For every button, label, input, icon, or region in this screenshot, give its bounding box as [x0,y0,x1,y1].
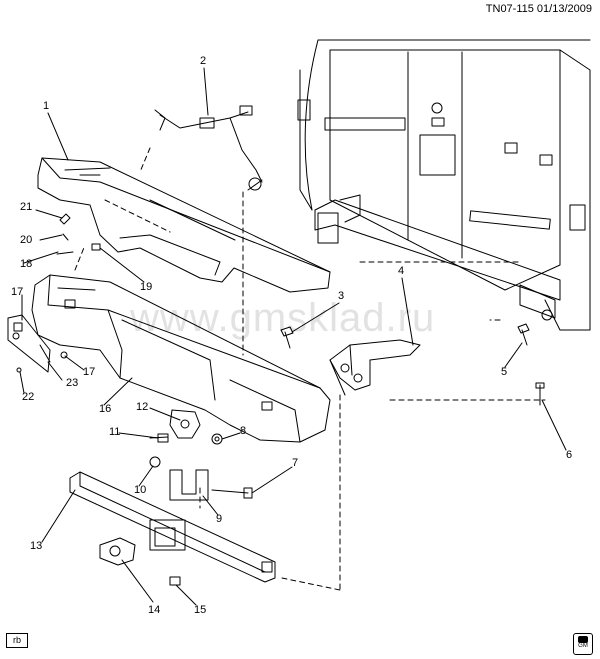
callout-22: 22 [22,391,35,403]
callout-10: 10 [134,484,147,496]
callout-19: 19 [140,281,153,293]
callout-2: 2 [200,55,207,67]
gm-logo-text: GM [578,643,588,649]
callout-13: 13 [30,540,43,552]
vehicle-rear [297,39,591,331]
bolt-3 [280,326,294,349]
bolt-5 [517,323,530,346]
callout-20: 20 [20,234,33,246]
bumper-side-bracket [7,314,51,373]
drawing-code: TN07-115 01/13/2009 [485,3,592,15]
hitch-bar [69,471,276,583]
callout-8: 8 [240,425,247,437]
bolt-11 [149,433,169,443]
callout-17-lower: 17 [83,366,96,378]
bolt-7 [211,487,253,499]
callout-23: 23 [66,377,79,389]
bolt-6 [535,382,545,406]
mounting-bracket [329,339,421,396]
nut-10 [149,456,161,468]
callout-11: 11 [109,426,121,438]
callout-5: 5 [501,366,508,378]
callout-4: 4 [398,265,405,277]
callout-16: 16 [99,403,112,415]
callout-14: 14 [148,604,161,616]
dashed-guides [74,147,546,591]
gm-logo-mark [578,636,588,643]
rb-label: rb [6,633,28,648]
callout-12: 12 [136,401,149,413]
u-bracket-9 [169,469,209,501]
callout-18: 18 [20,258,33,270]
clip-15 [169,576,181,586]
nut-8 [211,433,223,445]
callout-3: 3 [338,290,345,302]
fasteners-small [16,213,101,373]
rear-bumper [31,274,331,443]
callout-15: 15 [194,604,207,616]
callout-21: 21 [20,201,33,213]
callout-9: 9 [216,513,223,525]
callout-7: 7 [292,457,299,469]
callout-1: 1 [43,100,50,112]
hitch-bracket [169,409,201,439]
leader-lines [19,67,567,606]
wire-harness [154,105,263,191]
gm-logo: GM [573,633,593,655]
callout-17-upper: 17 [11,286,24,298]
callout-6: 6 [566,449,573,461]
step-pad [37,157,331,293]
trailer-connector [99,537,136,566]
